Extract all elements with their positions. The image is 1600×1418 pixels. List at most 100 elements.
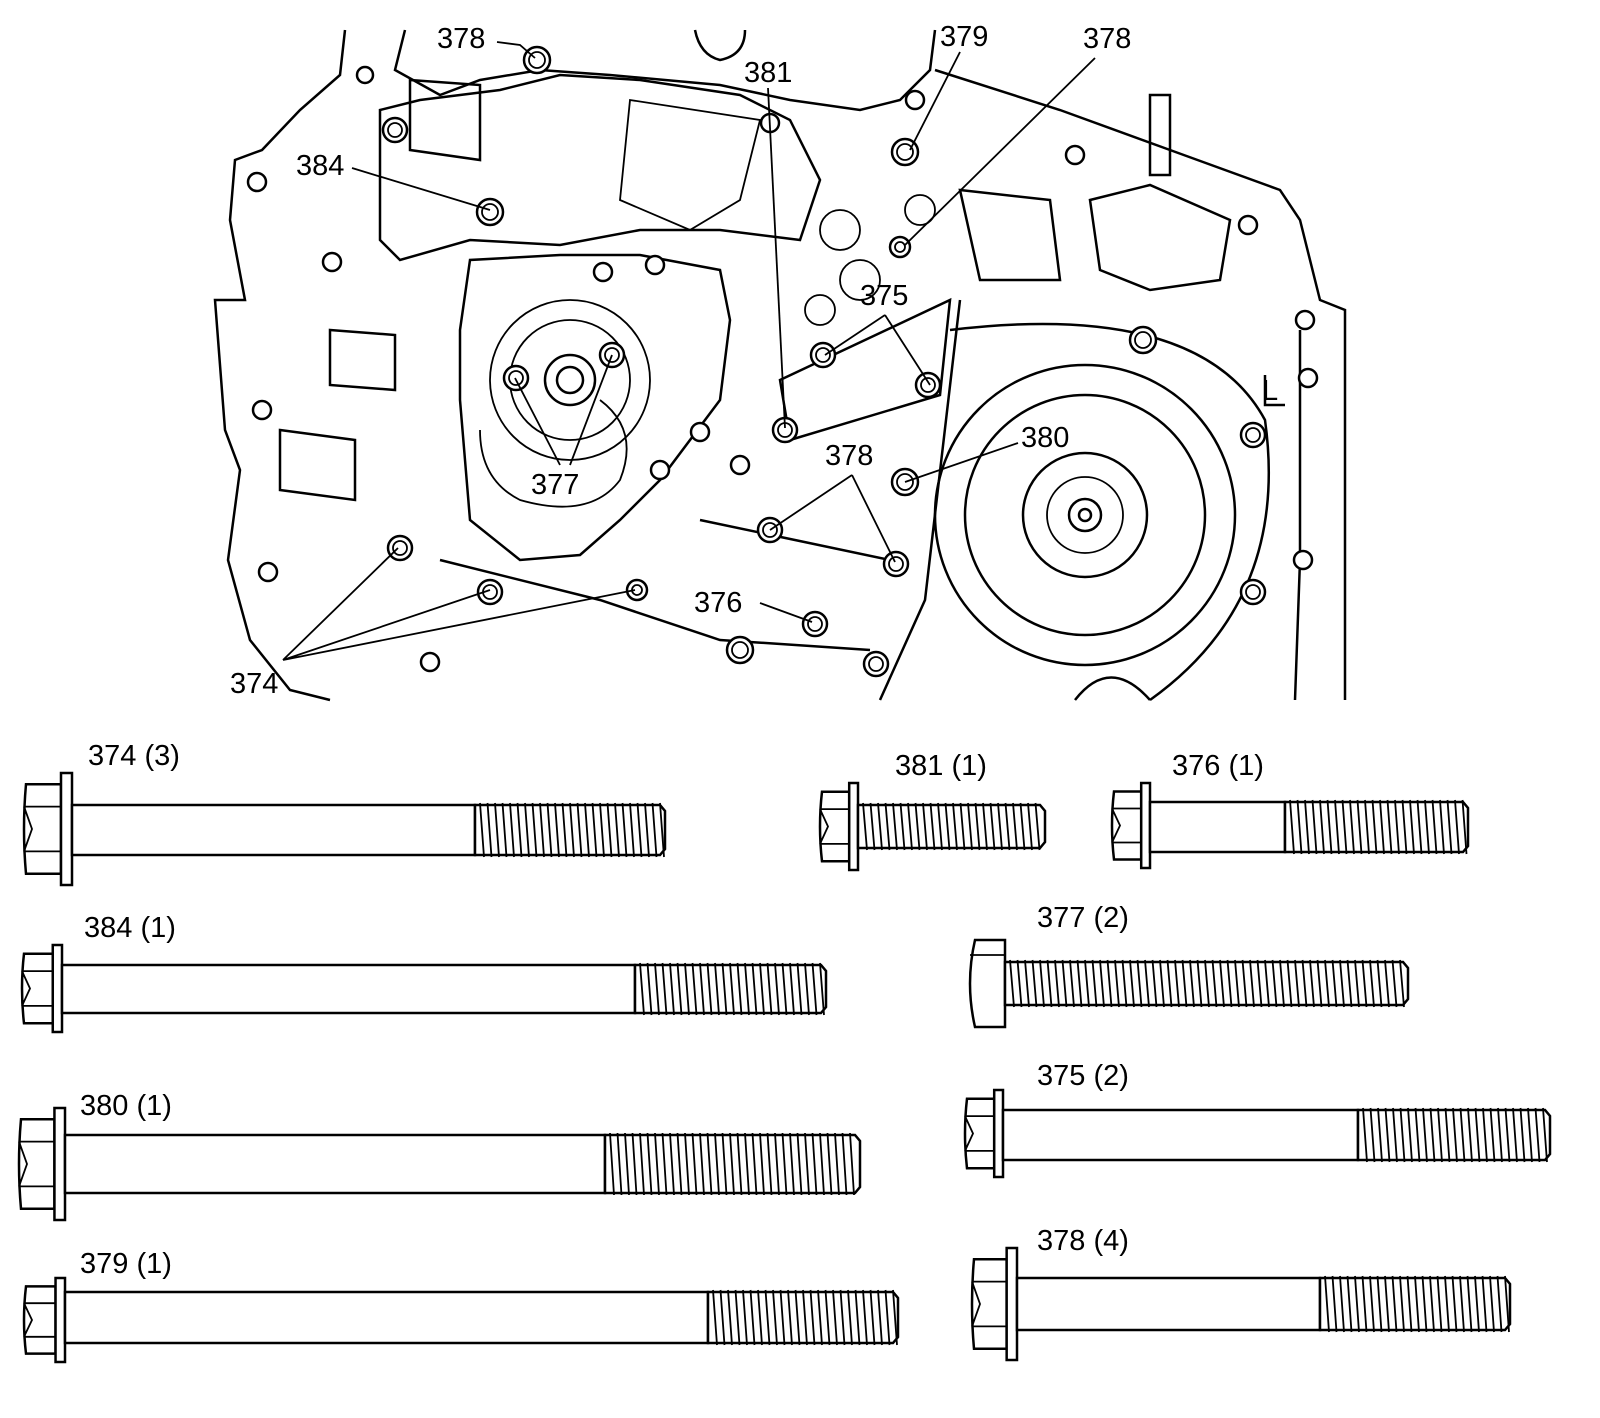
shank xyxy=(1148,800,1287,854)
bolt-hole xyxy=(882,550,910,578)
bolt-hole xyxy=(1292,549,1314,571)
bolt-hole xyxy=(888,235,912,259)
hex-head xyxy=(22,1285,57,1355)
bolt-hole xyxy=(914,371,942,399)
bolt-hole xyxy=(1237,214,1259,236)
bolt-head xyxy=(731,641,749,659)
bolt-label: 384 (1) xyxy=(84,912,176,944)
bolt-head xyxy=(1134,331,1152,349)
bolt-hole xyxy=(419,651,441,673)
bolt-hole xyxy=(809,341,837,369)
transmission-case-drawing xyxy=(213,29,1347,702)
bolt-label: 374 (3) xyxy=(88,740,180,772)
bolt-377: 377 (2) xyxy=(968,902,1410,1029)
callout-381: 381 xyxy=(744,57,792,89)
bolt-head xyxy=(481,203,499,221)
bolt-hole xyxy=(729,454,751,476)
callout-378: 378 xyxy=(825,440,873,472)
bolt-hole xyxy=(386,534,414,562)
bolt-hole xyxy=(904,89,926,111)
callout-375: 375 xyxy=(860,280,908,312)
bolt-head xyxy=(888,556,904,572)
bolt-hole xyxy=(625,578,649,602)
bolt-hole xyxy=(381,116,409,144)
bolt-head xyxy=(868,656,884,672)
bolt-chart: 374 (3) 381 (1) 376 (1) 384 (1) 377 (2) 380 (… xyxy=(17,740,1552,1364)
bolt-hole xyxy=(1239,578,1267,606)
bolt-379: 379 (1) xyxy=(22,1248,900,1364)
callout-374: 374 xyxy=(230,668,278,700)
bolt-head xyxy=(1245,584,1261,600)
bolt-head xyxy=(508,370,524,386)
flange xyxy=(1005,1246,1019,1362)
bolt-head xyxy=(896,143,914,161)
flange xyxy=(1139,781,1152,870)
bolt-hole xyxy=(592,261,614,283)
bolt-hole xyxy=(1128,325,1158,355)
hex-head xyxy=(17,1117,56,1211)
bolt-376: 376 (1) xyxy=(1110,750,1470,870)
bolt-label: 378 (4) xyxy=(1037,1225,1129,1257)
bolt-hole xyxy=(725,635,755,665)
flange xyxy=(847,781,860,872)
bolt-375: 375 (2) xyxy=(963,1060,1552,1179)
bolt-head xyxy=(920,377,936,393)
bolt-head xyxy=(604,347,620,363)
flange xyxy=(51,943,64,1034)
button-head xyxy=(968,938,1007,1029)
bolt-hole xyxy=(1239,421,1267,449)
flange xyxy=(54,1276,67,1364)
callout-376: 376 xyxy=(694,587,742,619)
bolt-head xyxy=(894,241,906,253)
flange xyxy=(992,1088,1005,1179)
thread xyxy=(1356,1108,1552,1162)
flange xyxy=(53,1106,67,1222)
bolt-hole xyxy=(649,459,671,481)
shank xyxy=(1015,1276,1322,1332)
bolt-hole xyxy=(476,578,504,606)
bolt-head xyxy=(1245,427,1261,443)
hex-head xyxy=(1110,790,1143,861)
bolt-label: 375 (2) xyxy=(1037,1060,1129,1092)
shank xyxy=(60,963,637,1015)
bolt-hole xyxy=(801,610,829,638)
hex-head xyxy=(963,1097,996,1170)
bolt-378: 378 (4) xyxy=(970,1225,1512,1362)
bolt-label: 380 (1) xyxy=(80,1090,172,1122)
bolt-hole xyxy=(862,650,890,678)
shank xyxy=(63,1133,607,1195)
bolt-head xyxy=(392,540,408,556)
bolt-hole xyxy=(689,421,711,443)
shank xyxy=(63,1290,710,1345)
hex-head xyxy=(818,790,851,863)
callout-leader-lines xyxy=(282,41,1096,661)
bolt-hole xyxy=(355,65,375,85)
callout-377: 377 xyxy=(531,469,579,501)
bolt-hole xyxy=(321,251,343,273)
bolt-head xyxy=(896,473,914,491)
bolt-hole xyxy=(1294,309,1316,331)
callout-380: 380 xyxy=(1021,422,1069,454)
bolt-hole xyxy=(475,197,505,227)
callout-L: L xyxy=(1262,375,1278,407)
bolt-381: 381 (1) xyxy=(818,750,1047,872)
bolt-head xyxy=(528,51,546,69)
callout-378: 378 xyxy=(1083,23,1131,55)
bolt-hole xyxy=(644,254,666,276)
hex-head xyxy=(970,1257,1008,1351)
callout-384: 384 xyxy=(296,150,344,182)
bolt-374: 374 (3) xyxy=(22,740,667,887)
bolt-label: 379 (1) xyxy=(80,1248,172,1280)
bolt-head xyxy=(387,122,403,138)
shank xyxy=(70,803,477,857)
bolt-head xyxy=(762,522,778,538)
bolt-label: 376 (1) xyxy=(1172,750,1264,782)
hex-head xyxy=(20,952,55,1025)
bolt-hole xyxy=(1297,367,1319,389)
bolt-head xyxy=(815,347,831,363)
bolt-hole xyxy=(251,399,273,421)
bolt-hole xyxy=(246,171,268,193)
flange xyxy=(59,771,74,887)
